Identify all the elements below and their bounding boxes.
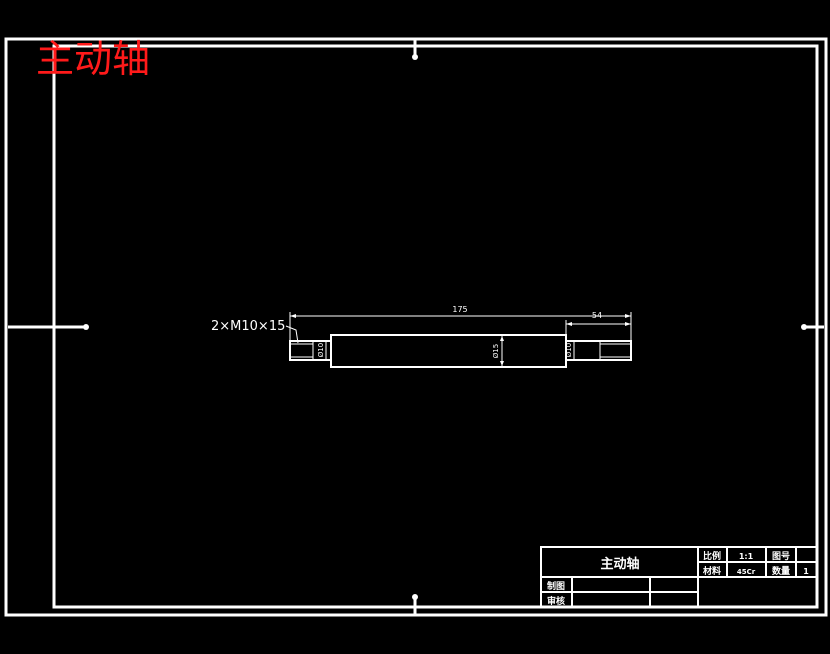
dimension-lines: [285, 312, 632, 366]
shaft-part: [289, 334, 632, 368]
dim-dia-mid: Ø15: [492, 344, 500, 358]
centering-marks: [8, 39, 824, 614]
title-scale-label: 比例: [703, 550, 721, 562]
title-scale-value: 1:1: [739, 552, 754, 561]
outer-frame: [4, 37, 828, 617]
drawing-heading: 主动轴: [36, 37, 150, 81]
thread-callout: 2×M10×15: [211, 319, 285, 334]
dim-dia-left: Ø10: [317, 343, 325, 357]
title-block: [540, 546, 818, 608]
inner-border: [52, 44, 819, 609]
title-material-value: 45Cr: [737, 568, 756, 576]
dim-overall-length: 175: [452, 305, 467, 314]
title-checked-by-label: 审核: [547, 595, 565, 607]
title-quantity-value: 1: [803, 567, 809, 576]
dim-end-length: 54: [592, 311, 602, 320]
title-quantity-label: 数量: [772, 565, 790, 577]
title-material-label: 材料: [702, 565, 721, 577]
dim-dia-right: Ø10: [565, 343, 573, 357]
title-part-name: 主动轴: [600, 556, 639, 572]
dimension-arrows: [290, 314, 631, 366]
title-drawing-no-label: 图号: [772, 551, 790, 562]
title-drawn-by-label: 制图: [547, 580, 565, 592]
